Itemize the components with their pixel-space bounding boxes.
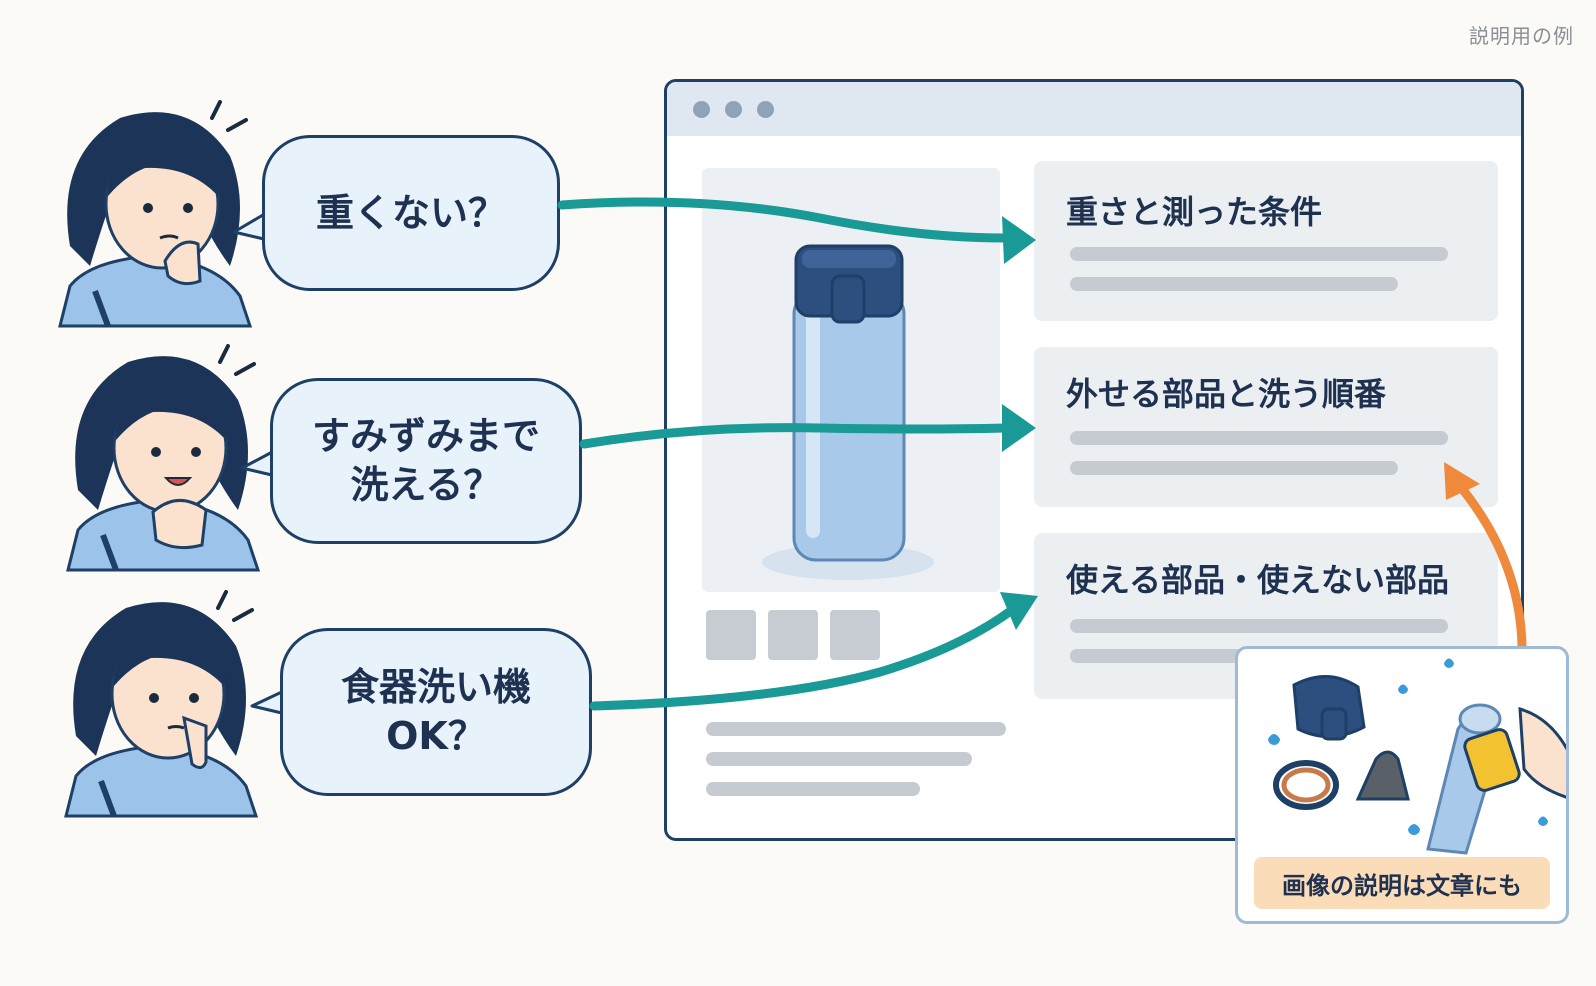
placeholder-text-line: [706, 722, 1006, 736]
question-bubble-washing: すみずみまで 洗える？: [270, 378, 582, 544]
arrow-weight: [557, 197, 1011, 243]
placeholder-text-line: [706, 782, 920, 796]
placeholder-text-line: [1070, 431, 1448, 445]
thumbnail[interactable]: [768, 610, 818, 660]
arrow-washing: [579, 423, 1011, 449]
question-bubble-dishwasher: 食器洗い機 OK？: [280, 628, 592, 796]
window-dot: [757, 101, 774, 118]
info-card-parts: 外せる部品と洗う順番: [1034, 347, 1498, 507]
arrow-dishwasher: [589, 605, 1017, 711]
placeholder-text-line: [706, 752, 972, 766]
image-caption-label: 画像の説明は文章にも: [1254, 857, 1550, 909]
example-note: 説明用の例: [1469, 24, 1574, 48]
card-title: 使える部品・使えない部品: [1066, 561, 1450, 599]
person-hopeful: [66, 344, 261, 572]
placeholder-text-line: [1070, 619, 1448, 633]
arrowhead: [1000, 592, 1038, 630]
parts-image-inset: 画像の説明は文章にも: [1235, 646, 1569, 924]
card-title: 外せる部品と洗う順番: [1066, 375, 1387, 413]
person-wondering: [64, 590, 259, 818]
arrow-image-description: [1455, 481, 1527, 651]
question-bubble-weight: 重くない？: [262, 135, 560, 291]
card-title: 重さと測った条件: [1066, 193, 1323, 231]
window-dot: [725, 101, 742, 118]
placeholder-text-line: [1070, 461, 1398, 475]
browser-titlebar: [667, 82, 1521, 136]
bottle-parts-illustration: [1268, 658, 1566, 855]
thumbnail[interactable]: [830, 610, 880, 660]
arrowhead: [1002, 216, 1036, 264]
window-dot: [693, 101, 710, 118]
person-thinking: [58, 100, 253, 328]
arrowhead: [1002, 404, 1036, 452]
placeholder-text-line: [1070, 247, 1448, 261]
info-card-weight: 重さと測った条件: [1034, 161, 1498, 321]
arrowhead-orange: [1444, 462, 1480, 500]
placeholder-text-line: [1070, 277, 1398, 291]
thumbnail[interactable]: [706, 610, 756, 660]
bubble-tails: [232, 210, 288, 716]
